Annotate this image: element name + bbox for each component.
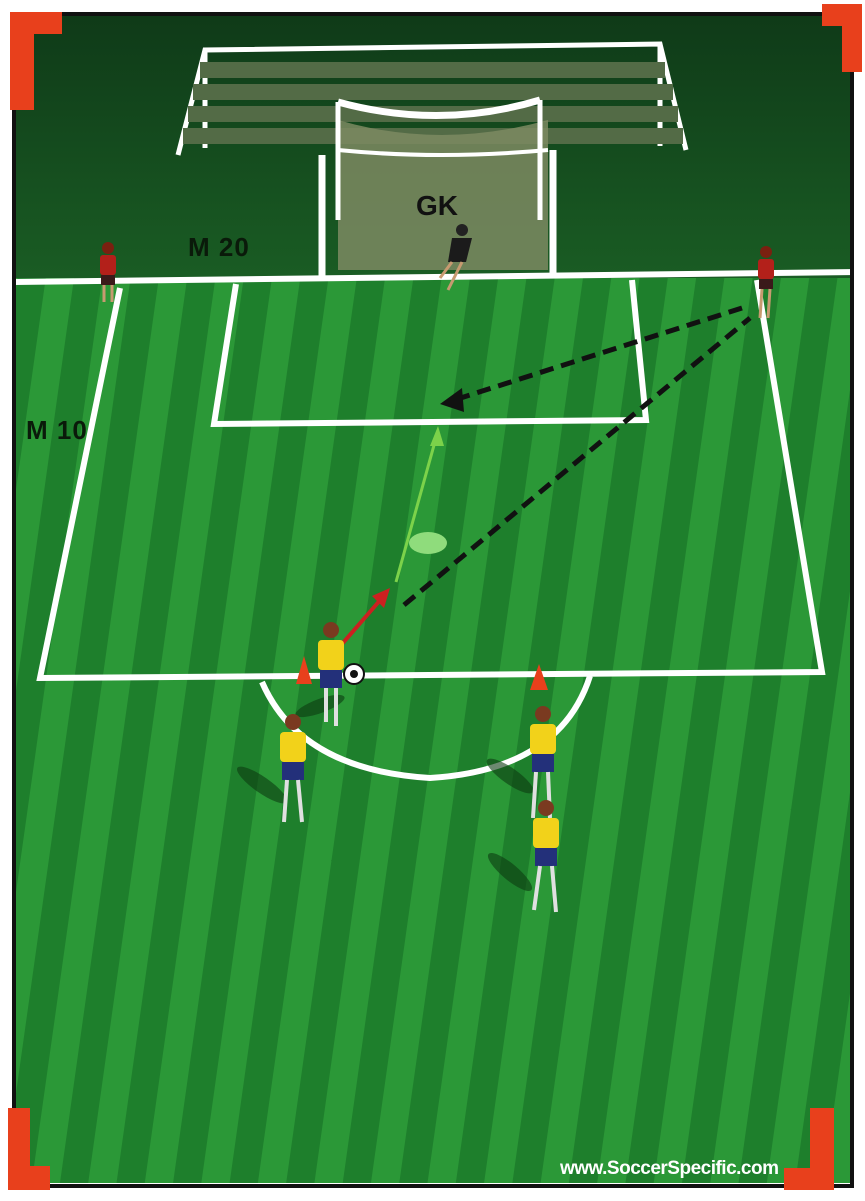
- distance-label-side: M 10: [26, 415, 88, 446]
- watermark: www.SoccerSpecific.com: [560, 1158, 779, 1180]
- distance-label-top: M 20: [188, 232, 250, 263]
- goalkeeper-label: GK: [416, 190, 458, 222]
- penalty-spot: [409, 532, 447, 554]
- pitch: [14, 278, 852, 1183]
- ball-icon: [344, 664, 364, 684]
